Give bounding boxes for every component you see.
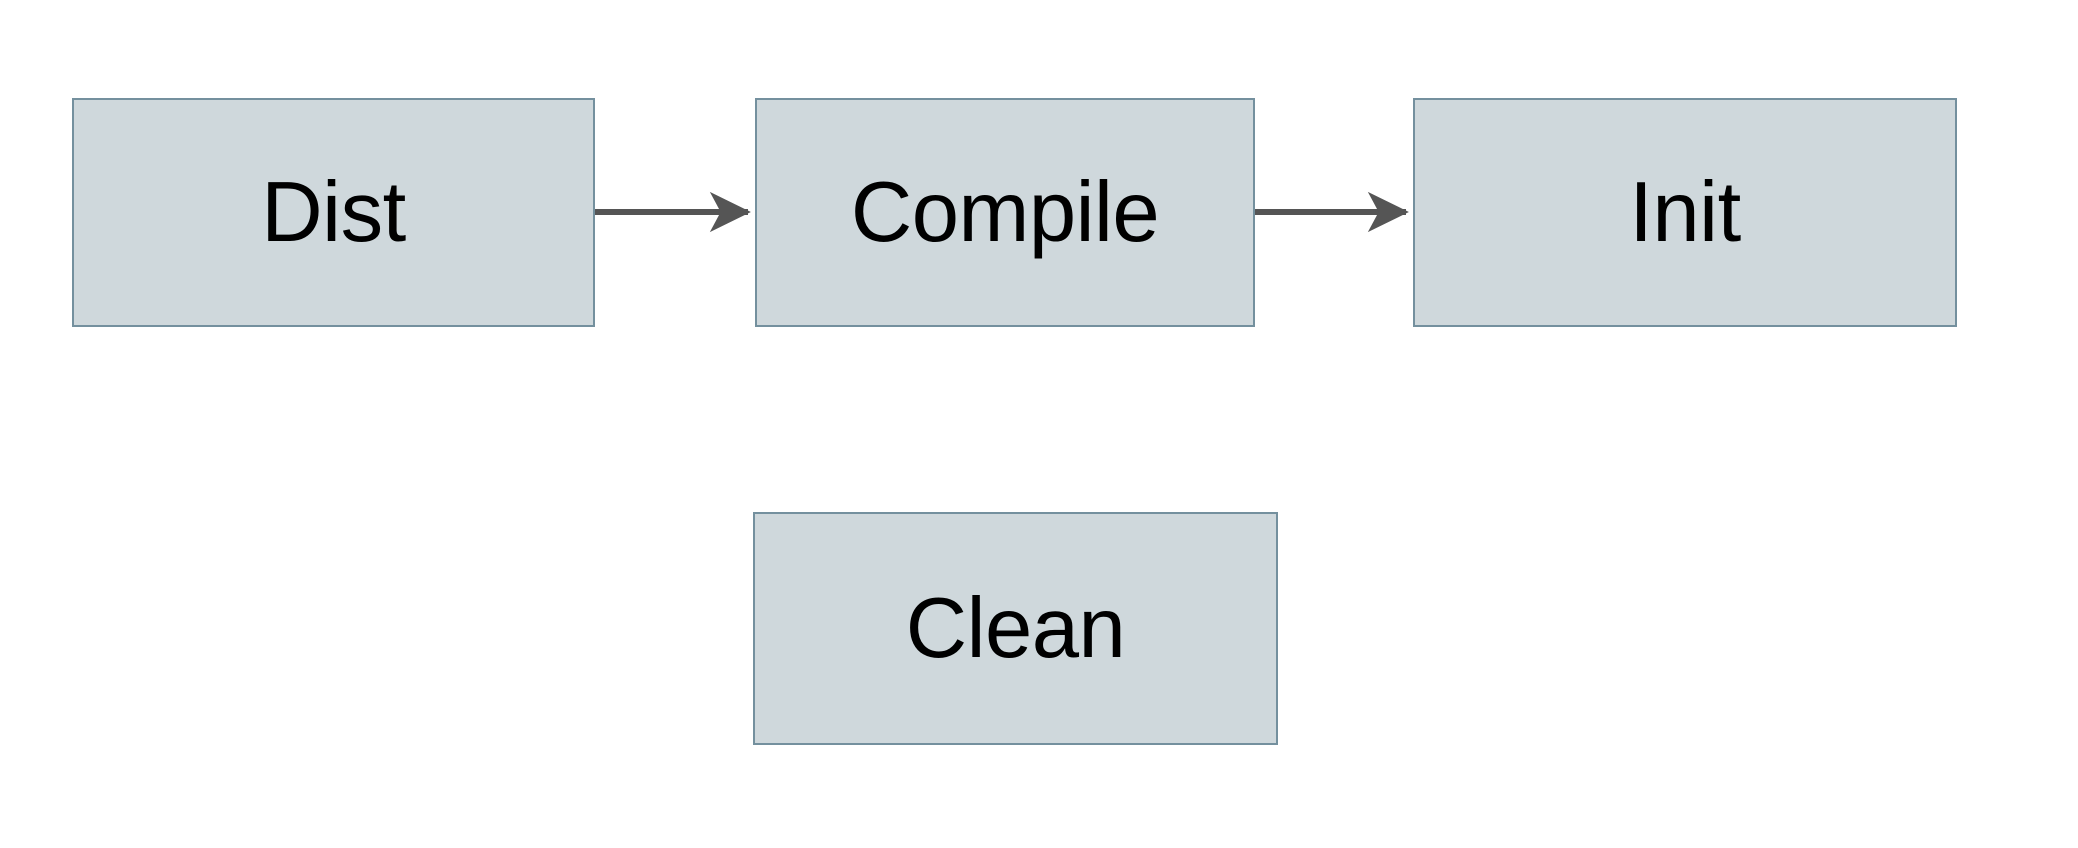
node-init[interactable]: Init <box>1413 98 1957 327</box>
node-clean-label: Clean <box>905 581 1126 676</box>
node-clean[interactable]: Clean <box>753 512 1278 745</box>
node-dist[interactable]: Dist <box>72 98 595 327</box>
node-init-label: Init <box>1629 165 1741 260</box>
node-compile[interactable]: Compile <box>755 98 1255 327</box>
node-dist-label: Dist <box>261 165 406 260</box>
node-compile-label: Compile <box>850 165 1160 260</box>
